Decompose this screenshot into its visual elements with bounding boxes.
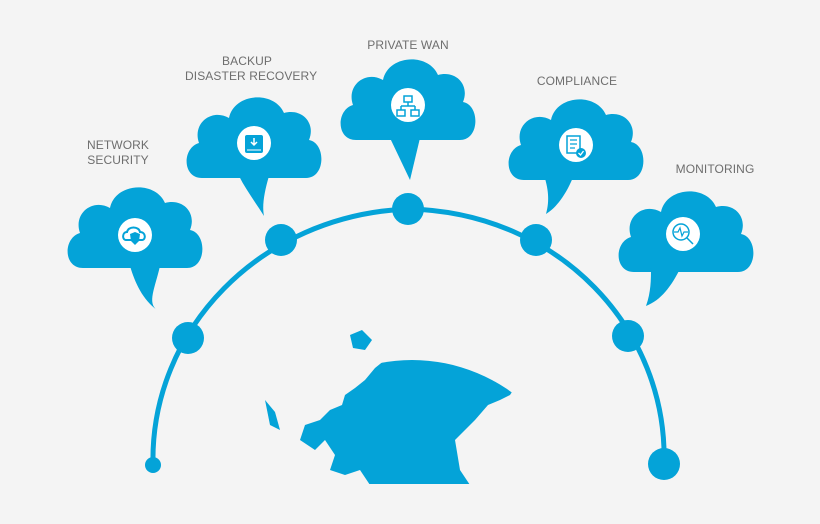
- globe-icon: [240, 300, 580, 485]
- network-computers-icon: [396, 95, 420, 117]
- arc-node-end: [648, 448, 680, 480]
- arc-node: [612, 320, 644, 352]
- cloud-backup[interactable]: [186, 97, 322, 216]
- label-private-wan: PRIVATE WAN: [367, 38, 449, 52]
- cloud-network-security[interactable]: [67, 187, 203, 310]
- cloud-private-wan[interactable]: [340, 59, 476, 180]
- arc-node: [172, 322, 204, 354]
- connection-arc: [145, 193, 680, 480]
- arc-node-start: [145, 457, 161, 473]
- label-monitoring: MONITORING: [675, 162, 755, 176]
- arc-node: [392, 193, 424, 225]
- label-compliance: COMPLIANCE: [536, 74, 618, 88]
- label-network-security: NETWORK SECURITY: [86, 138, 150, 167]
- cloud-monitoring[interactable]: [618, 191, 754, 306]
- magnifier-pulse-icon: [672, 223, 694, 245]
- label-backup: BACKUP DISASTER RECOVERY: [185, 54, 318, 83]
- hard-drive-download-icon: [245, 135, 263, 153]
- arc-node: [265, 224, 297, 256]
- cloud-shield-icon: [122, 226, 146, 245]
- document-check-icon: [566, 135, 586, 158]
- cloud-compliance[interactable]: [508, 99, 644, 214]
- arc-node: [520, 224, 552, 256]
